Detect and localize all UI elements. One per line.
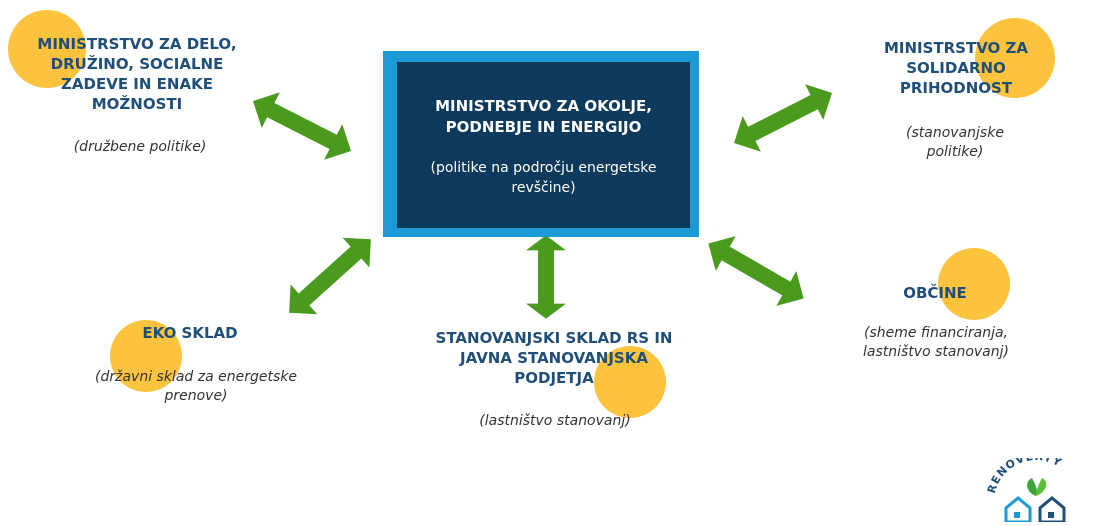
arrow-top-right (724, 75, 842, 161)
svg-text:RENOVERTY: RENOVERTY (985, 458, 1064, 495)
arrow-bottom-right (698, 226, 814, 316)
arrow-bottom-left (275, 224, 385, 328)
accent-circle-top-right (975, 18, 1055, 98)
arrow-top-left (243, 83, 361, 169)
node-bottom-right-title: OBČINE (903, 284, 967, 302)
accent-circle-top-left (8, 10, 86, 88)
node-top-right-title: MINISTRSTVO ZA SOLIDARNO PRIHODNOST (883, 39, 1029, 97)
center-subtitle: (politike na področju energetske revščin… (430, 160, 657, 196)
node-top-right-subtitle: (stanovanjske politike) (906, 125, 1004, 160)
renoverty-logo: RENOVERTY (980, 450, 1090, 524)
accent-circle-bottom-center (594, 346, 666, 418)
arrow-bottom-center (526, 235, 566, 319)
node-bottom-right-subtitle: (sheme financiranja, lastništvo stanovan… (863, 325, 1009, 360)
node-bottom-center-subtitle: (lastništvo stanovanj) (479, 413, 631, 429)
node-bottom-center-title: STANOVANJSKI SKLAD RS IN JAVNA STANOVANJ… (435, 329, 673, 387)
node-top-left-title: MINISTRSTVO ZA DELO, DRUŽINO, SOCIALNE Z… (37, 35, 237, 113)
logo-text: RENOVERTY (985, 450, 1063, 495)
accent-circle-bottom-left (110, 320, 182, 392)
node-bottom-left-subtitle: (državni sklad za energetske prenove) (95, 369, 297, 404)
center-title: MINISTRSTVO ZA OKOLJE, PODNEBJE IN ENERG… (435, 97, 652, 136)
node-bottom-left-title: EKO SKLAD (142, 324, 238, 342)
node-top-left-subtitle: (družbene politike) (73, 139, 207, 155)
accent-circle-bottom-right (938, 248, 1010, 320)
center-box: MINISTRSTVO ZA OKOLJE, PODNEBJE IN ENERG… (397, 62, 690, 228)
renoverty-house-leaf-icon: RENOVERTY (985, 450, 1066, 524)
